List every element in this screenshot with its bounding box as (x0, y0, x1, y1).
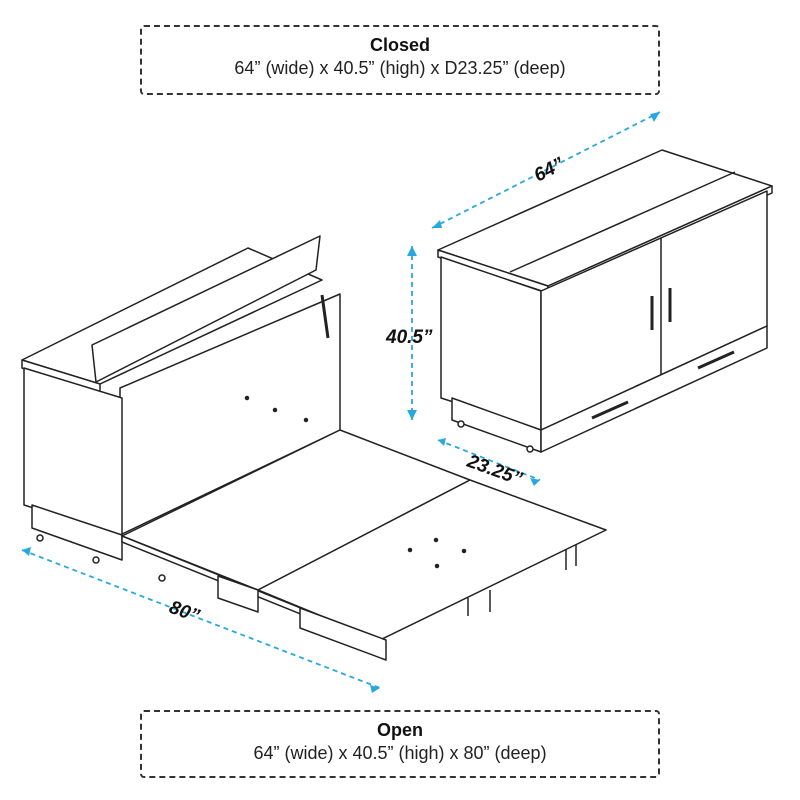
open-caption-box: Open 64” (wide) x 40.5” (high) x 80” (de… (140, 710, 660, 778)
dim-depth-open-line (21, 549, 381, 689)
label-depth-open: 80” (166, 597, 202, 627)
dim-width-line (431, 111, 661, 229)
bed-headboard (91, 235, 321, 383)
label-width: 64” (531, 154, 568, 187)
closed-dimensions: 64” (wide) x 40.5” (high) x D23.25” (dee… (234, 58, 566, 78)
closed-caption-box: Closed 64” (wide) x 40.5” (high) x D23.2… (140, 25, 660, 95)
dimension-lines (21, 111, 661, 689)
open-dimensions: 64” (wide) x 40.5” (high) x 80” (deep) (253, 743, 547, 763)
dim-depth-closed-line (437, 439, 541, 481)
closed-cabinet (437, 149, 773, 453)
bed-base (31, 504, 123, 561)
open-title: Open (376, 720, 423, 740)
cabinet-base-front (540, 325, 768, 453)
open-bed (21, 235, 607, 661)
bed-frame-support (217, 575, 259, 613)
bed-leg-front (299, 607, 387, 661)
label-height: 40.5” (385, 327, 433, 348)
closed-title: Closed (369, 35, 430, 55)
dimension-arrowheads (22, 112, 660, 693)
